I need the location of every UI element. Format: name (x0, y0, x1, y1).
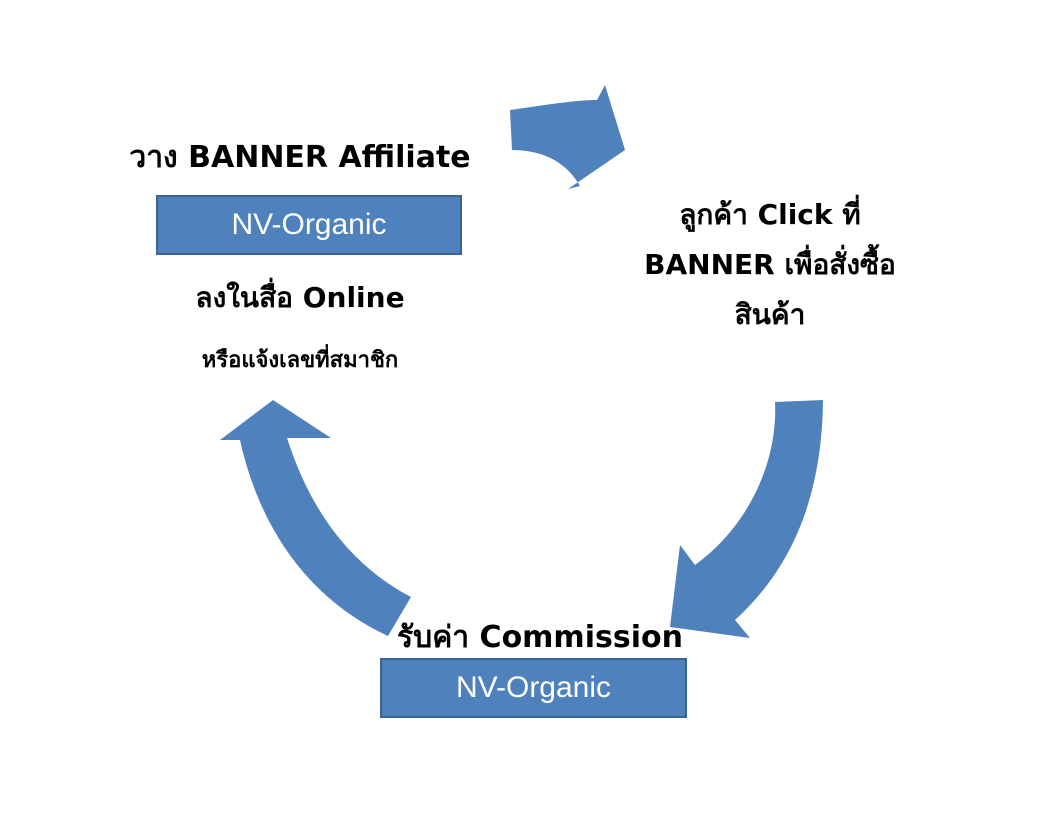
step3-brand-label: NV-Organic (455, 671, 612, 704)
step1-title: วาง BANNER Affiliate (129, 140, 471, 175)
step2-text: ลูกค้า Click ที่ BANNER เพื่อสั่งซื้อ สิ… (610, 190, 930, 340)
step1-brand-label: NV-Organic (231, 208, 387, 241)
step2-line1: ลูกค้า Click ที่ (679, 198, 861, 231)
arrow-right (670, 400, 823, 638)
step2-line3: สินค้า (734, 298, 806, 331)
step1-line2: ลงในสื่อ Online (195, 281, 405, 314)
step1-line3: หรือแจ้งเลขที่สมาชิก (201, 348, 399, 373)
step1-brand-box: NV-Organic (156, 195, 462, 255)
arrow-left (220, 400, 411, 636)
step3-brand-box: NV-Organic (380, 658, 687, 718)
step3-title: รับค่า Commission (397, 620, 683, 655)
step2-line2: BANNER เพื่อสั่งซื้อ (644, 248, 896, 281)
arrow-top (510, 85, 625, 189)
